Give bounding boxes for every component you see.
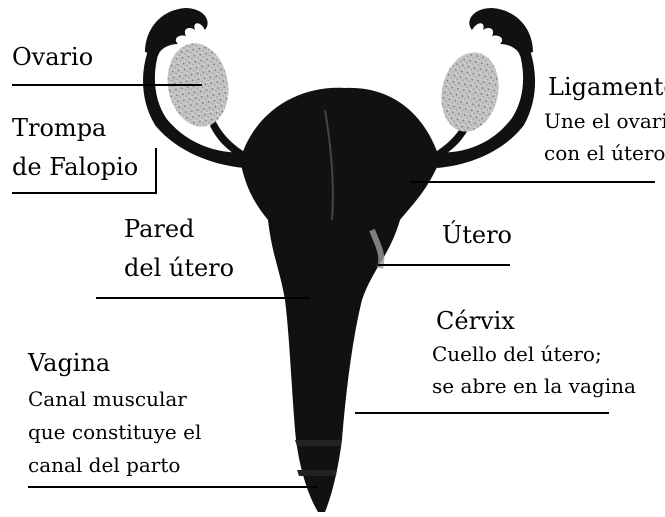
- trompa-leader-line-vertical: [155, 148, 157, 194]
- utero-leader-line: [378, 264, 510, 266]
- label-cervix-desc-line2: se abre en la vagina: [432, 375, 636, 398]
- label-utero: Útero: [442, 222, 512, 250]
- label-ligamento-desc-line2: con el útero: [544, 142, 665, 165]
- label-vagina-desc-line1: Canal muscular: [28, 388, 187, 411]
- trompa-leader-line-horizontal: [12, 192, 156, 194]
- label-ligamento-title: Ligamento: [548, 74, 665, 102]
- label-ovario: Ovario: [12, 44, 93, 72]
- cervix-leader-line: [355, 412, 609, 414]
- label-vagina-desc-line2: que constituye el: [28, 421, 201, 444]
- ovario-leader-line: [12, 84, 202, 86]
- label-cervix-title: Cérvix: [436, 308, 515, 336]
- label-vagina-title: Vagina: [28, 350, 110, 378]
- right-fimbriae: [469, 8, 533, 56]
- label-trompa-line2: de Falopio: [12, 154, 138, 182]
- vagina-leader-line: [28, 486, 318, 488]
- ligamento-leader-line: [410, 181, 655, 183]
- label-vagina-desc-line3: canal del parto: [28, 454, 180, 477]
- label-ligamento-desc-line1: Une el ovario: [544, 110, 665, 133]
- uterus-body: [240, 88, 440, 512]
- label-cervix-desc-line1: Cuello del útero;: [432, 343, 602, 366]
- label-pared-line1: Pared: [124, 216, 194, 244]
- right-ovary: [434, 47, 505, 137]
- label-pared-line2: del útero: [124, 255, 234, 283]
- pared-leader-line: [96, 297, 310, 299]
- label-trompa-line1: Trompa: [12, 115, 106, 143]
